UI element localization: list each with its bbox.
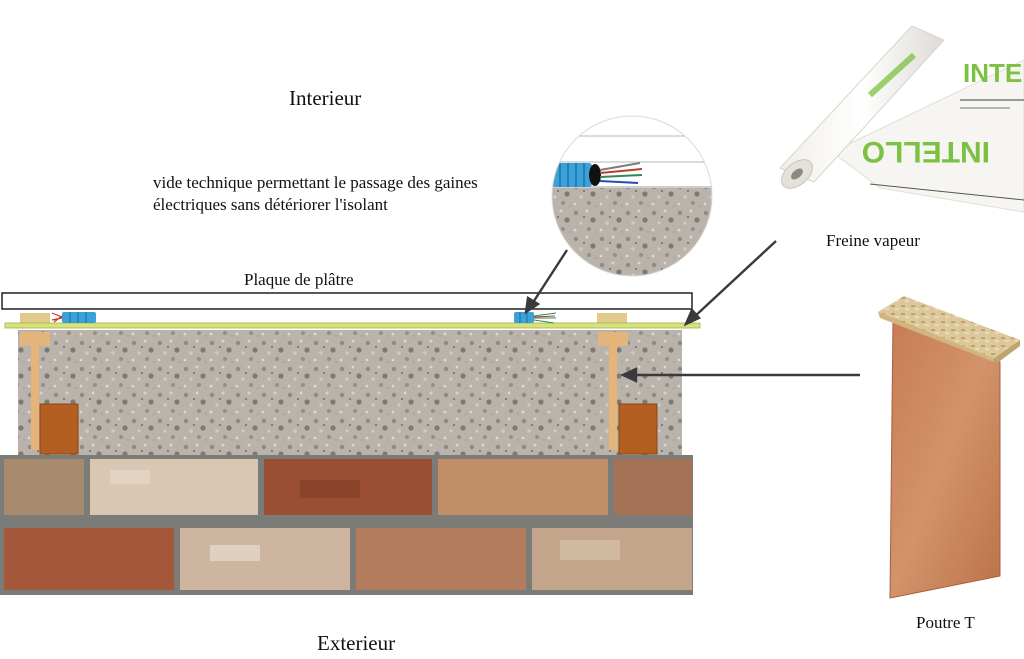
t-beam-icon (878, 296, 1020, 599)
roll-brand-partial: INTE (963, 58, 1022, 88)
arrow-icon (620, 367, 860, 383)
insulation (18, 330, 682, 455)
vapour-membrane (4, 322, 701, 329)
cable-conduit-icon (514, 312, 557, 324)
arrow-icon (524, 249, 569, 315)
vapour-retarder-label: Freine vapeur (826, 231, 920, 250)
membrane-roll-icon: INTE INTELLO (779, 25, 1024, 213)
detail-magnifier (551, 115, 713, 277)
interior-label: Interieur (289, 86, 362, 110)
brick-wall (0, 455, 693, 595)
roll-brand: INTELLO (862, 135, 990, 168)
arrow-icon (683, 240, 777, 327)
plasterboard (1, 292, 693, 310)
plasterboard-label: Plaque de plâtre (244, 270, 354, 289)
t-beam-label: Poutre T (916, 613, 975, 632)
exterior-label: Exterieur (317, 631, 396, 655)
technical-void-note: vide technique permettant le passage des… (153, 173, 478, 214)
left-stud (20, 313, 79, 455)
cable-conduit-icon (51, 312, 96, 323)
right-stud (597, 313, 658, 455)
